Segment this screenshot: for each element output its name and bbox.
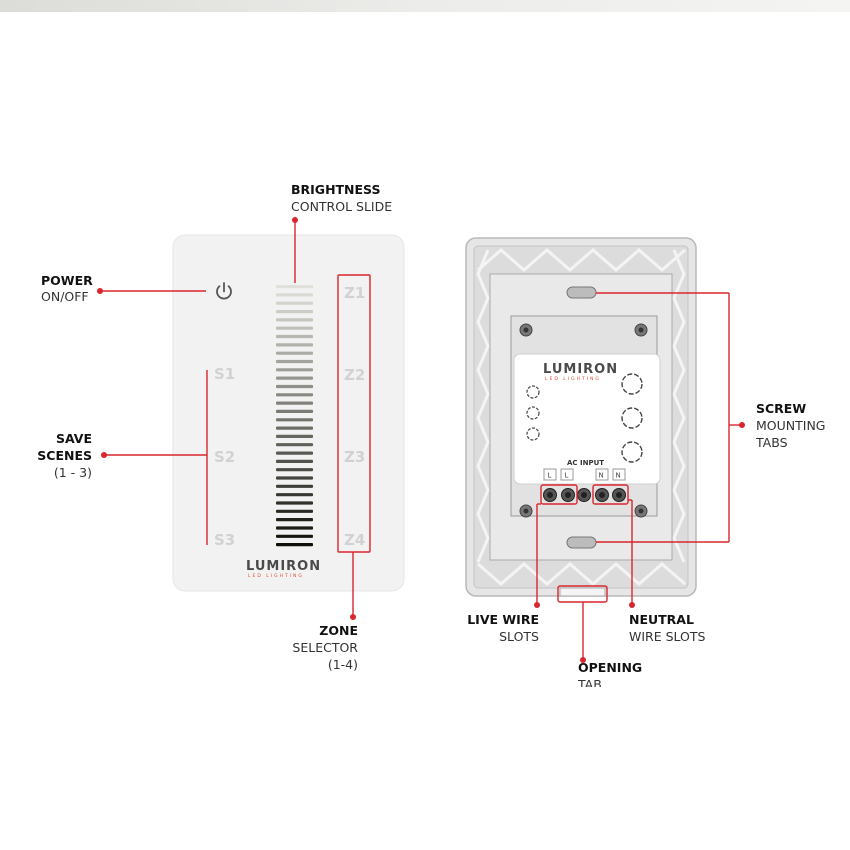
terminal-l1: L xyxy=(548,472,552,480)
slider-bar xyxy=(276,401,313,405)
screw-tab-bottom[interactable] xyxy=(566,536,597,549)
slider-bar xyxy=(276,418,313,422)
terminal-n1: N xyxy=(599,472,604,480)
brightness-slider[interactable] xyxy=(276,285,313,547)
front-brand-sub: LED LIGHTING xyxy=(248,573,304,579)
slider-bar xyxy=(276,443,313,447)
slider-bar xyxy=(276,351,313,355)
slider-bar xyxy=(276,409,313,413)
label-neutral-title: NEUTRAL xyxy=(629,612,694,627)
front-logo: LUMIRON LED LIGHTING xyxy=(246,559,321,579)
label-power-sub: ON/OFF xyxy=(41,289,89,304)
label-zone-sub2: (1-4) xyxy=(328,657,358,672)
slider-bar xyxy=(276,326,313,330)
label-screw-sub1: MOUNTING xyxy=(756,418,825,433)
label-brightness-sub: CONTROL SLIDE xyxy=(291,199,392,214)
label-scenes-sub: (1 - 3) xyxy=(54,465,92,480)
label-brightness-title: BRIGHTNESS xyxy=(291,182,381,197)
slider-bar xyxy=(276,451,313,455)
power-icon[interactable] xyxy=(216,282,232,300)
label-opening-sub: TAB xyxy=(577,677,602,692)
slider-bar xyxy=(276,318,313,322)
slider-bar xyxy=(276,543,313,547)
back-brand-sub: LED LIGHTING xyxy=(545,376,601,382)
slider-bar xyxy=(276,368,313,372)
frame-pattern xyxy=(476,248,686,586)
scene-s1[interactable]: S1 xyxy=(214,365,235,383)
front-brand: LUMIRON xyxy=(246,559,321,574)
ac-input-label: AC INPUT xyxy=(567,459,604,467)
front-panel: S1 S2 S3 Z1 Z2 Z3 Z4 LUMIRON LED LIGHTIN… xyxy=(172,234,405,592)
zone-z4[interactable]: Z4 xyxy=(344,531,365,549)
label-live-sub: SLOTS xyxy=(499,629,539,644)
zigzag-line xyxy=(476,249,490,563)
slider-bar xyxy=(276,459,313,463)
label-neutral-sub: WIRE SLOTS xyxy=(629,629,706,644)
corner-screws xyxy=(519,323,648,518)
slider-bar xyxy=(276,526,313,530)
terminal-n2: N xyxy=(616,472,621,480)
slider-bar xyxy=(276,359,313,364)
slider-bar xyxy=(276,534,313,538)
terminal-letters: L L N N xyxy=(543,468,626,481)
zigzag-line xyxy=(477,562,686,586)
slider-bar xyxy=(276,343,313,347)
label-screw-title: SCREW xyxy=(756,401,806,416)
back-brand: LUMIRON xyxy=(543,362,618,377)
zone-z2[interactable]: Z2 xyxy=(344,366,365,384)
terminal-l2: L xyxy=(565,472,569,480)
label-power-title: POWER xyxy=(41,273,93,288)
slider-bar xyxy=(276,493,313,497)
label-zone-sub1: SELECTOR xyxy=(292,640,358,655)
slider-bar xyxy=(276,518,313,522)
zigzag-line xyxy=(672,249,686,563)
slider-bar xyxy=(276,301,313,305)
slider-bar xyxy=(276,509,313,513)
slider-bar xyxy=(276,393,313,397)
slider-bar xyxy=(276,501,313,505)
label-scenes-title1: SAVE xyxy=(56,431,92,446)
label-zone-title: ZONE xyxy=(319,623,358,638)
back-label xyxy=(513,353,661,485)
slider-bar xyxy=(276,334,313,339)
slider-bar xyxy=(276,468,313,472)
slider-bar xyxy=(276,310,313,314)
slider-bar xyxy=(276,384,313,389)
slider-bar xyxy=(276,293,313,297)
slider-bar xyxy=(276,285,313,289)
zone-z3[interactable]: Z3 xyxy=(344,448,365,466)
top-strip xyxy=(0,0,850,12)
slider-bar xyxy=(276,484,313,488)
slider-bar xyxy=(276,476,313,480)
scene-s2[interactable]: S2 xyxy=(214,448,235,466)
label-live-title: LIVE WIRE xyxy=(467,612,539,627)
back-panel: LUMIRON LED LIGHTING AC INPUT L L N N xyxy=(465,237,697,597)
callout-dots xyxy=(97,217,745,663)
opening-tab-slot[interactable] xyxy=(559,587,606,597)
screw-tab-top[interactable] xyxy=(566,286,597,299)
slider-bar xyxy=(276,426,313,430)
label-opening-title: OPENING xyxy=(578,660,642,675)
label-circles xyxy=(526,373,643,463)
zone-z1[interactable]: Z1 xyxy=(344,284,365,302)
slider-bar xyxy=(276,434,313,438)
scene-s3[interactable]: S3 xyxy=(214,531,235,549)
slider-bar xyxy=(276,376,313,380)
label-screw-sub2: TABS xyxy=(755,435,788,450)
label-scenes-title2: SCENES xyxy=(37,448,92,463)
zigzag-line xyxy=(477,248,686,272)
callouts xyxy=(100,220,742,660)
wire-slots[interactable] xyxy=(543,488,626,502)
